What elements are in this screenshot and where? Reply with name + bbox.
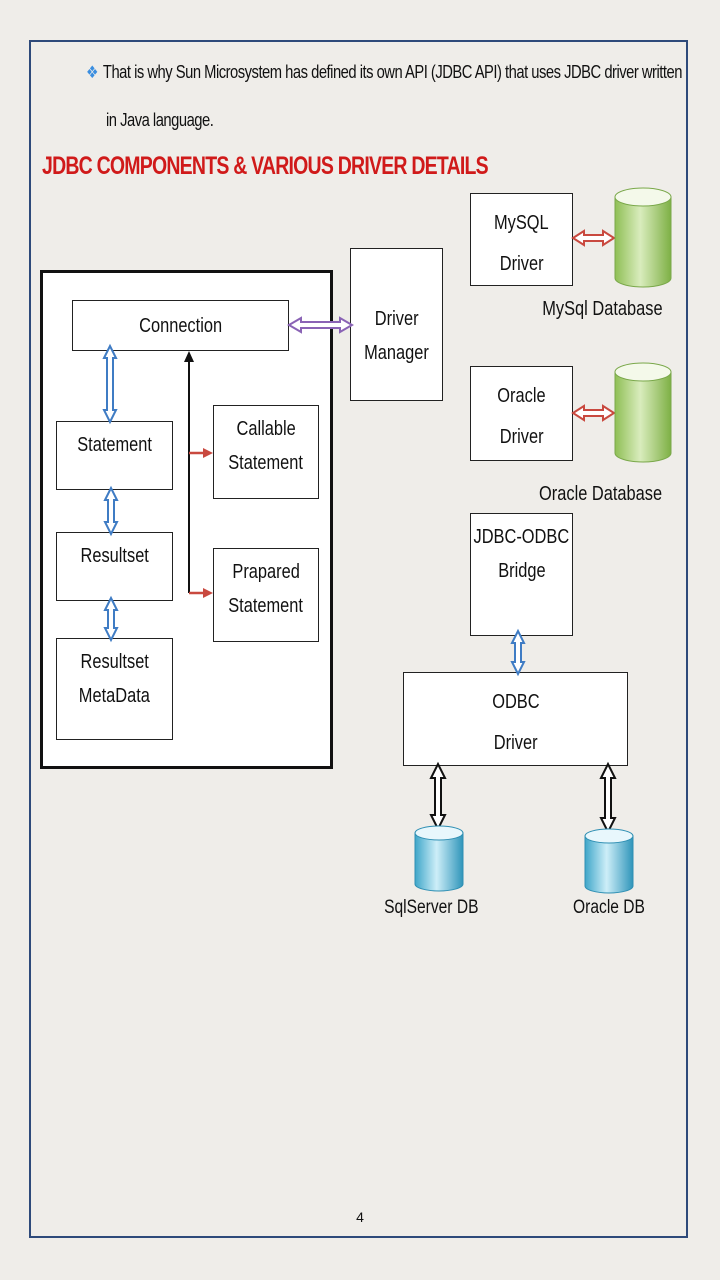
resultset-metadata-arrow [103, 595, 119, 643]
page-frame [29, 40, 688, 1238]
bridge-odbc-arrow [510, 628, 526, 677]
odbc-sqlserver-arrow [429, 761, 447, 832]
bridge-label-2: Bridge [497, 560, 546, 582]
metadata-label-2: MetaData [78, 685, 151, 707]
intro-text-1: That is why Sun Microsystem has defined … [102, 62, 682, 82]
callable-label-1: Callable [236, 418, 296, 440]
mysql-driver-db-arrow [571, 229, 616, 247]
odbc-label-1: ODBC [491, 691, 540, 713]
to-callable-arrow [189, 448, 213, 458]
sqlserver-db-icon [414, 825, 464, 892]
odbc-label-2: Driver [493, 732, 538, 754]
driver-manager-label-1: Driver [374, 308, 419, 330]
resultset-metadata-box[interactable]: Resultset MetaData [56, 638, 173, 740]
diamond-bullet-icon: ❖ [86, 63, 99, 82]
odbc-oracledb-arrow [599, 761, 617, 835]
resultset-label: Resultset [80, 545, 149, 567]
connection-box[interactable]: Connection [72, 300, 289, 351]
connection-label: Connection [139, 314, 222, 337]
driver-manager-box[interactable]: Driver Manager [350, 248, 443, 401]
oracle-driver-label-2: Driver [499, 426, 544, 448]
prepared-label-2: Statement [228, 595, 304, 617]
callable-statement-box[interactable]: Callable Statement [213, 405, 319, 499]
oracle-database-label: Oracle Database [539, 483, 663, 505]
statement-box[interactable]: Statement [56, 421, 173, 490]
connection-branch-line [184, 351, 194, 593]
oracle-driver-db-arrow [571, 404, 616, 422]
sqlserver-db-label: SqlServer DB [384, 897, 479, 918]
oracle-driver-box[interactable]: Oracle Driver [470, 366, 573, 461]
mysql-driver-label-2: Driver [499, 253, 544, 275]
oracle-driver-label-1: Oracle [497, 385, 546, 407]
bridge-label-1: JDBC-ODBC [473, 526, 570, 548]
oracle-db-label: Oracle DB [573, 897, 645, 918]
intro-line-1: ❖That is why Sun Microsystem has defined… [86, 62, 682, 83]
prepared-label-1: Prapared [232, 561, 300, 583]
metadata-label-1: Resultset [80, 651, 149, 673]
oracle-db-icon [584, 828, 634, 894]
jdbc-odbc-bridge-box[interactable]: JDBC-ODBC Bridge [470, 513, 573, 636]
statement-resultset-arrow [103, 485, 119, 537]
intro-line-2: in Java language. [106, 110, 214, 130]
to-prepared-arrow [189, 588, 213, 598]
mysql-driver-label-1: MySQL [494, 212, 549, 234]
oracle-database-icon [614, 362, 672, 463]
section-heading: JDBC COMPONENTS & VARIOUS DRIVER DETAILS [42, 152, 489, 180]
callable-label-2: Statement [228, 452, 304, 474]
prepared-statement-box[interactable]: Prapared Statement [213, 548, 319, 642]
mysql-database-label: MySql Database [542, 298, 663, 320]
driver-manager-label-2: Manager [364, 342, 429, 364]
mysql-database-icon [614, 187, 672, 288]
connection-drivermanager-arrow [287, 316, 354, 334]
statement-label: Statement [77, 434, 152, 456]
page-number: 4 [356, 1209, 364, 1225]
odbc-driver-box[interactable]: ODBC Driver [403, 672, 628, 766]
resultset-box[interactable]: Resultset [56, 532, 173, 601]
mysql-driver-box[interactable]: MySQL Driver [470, 193, 573, 286]
connection-statement-arrow [102, 343, 118, 425]
